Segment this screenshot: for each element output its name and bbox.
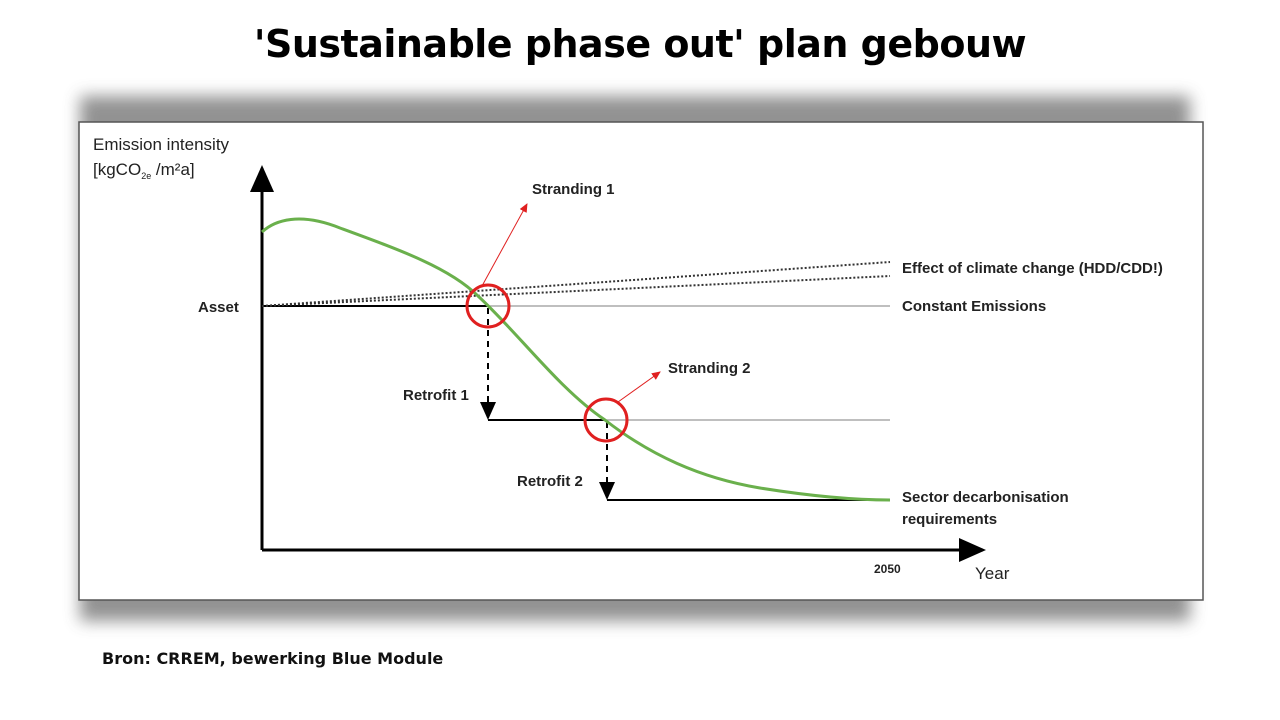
legend-sector-line2: requirements: [902, 511, 997, 528]
legend-climate-change: Effect of climate change (HDD/CDD!): [902, 260, 1163, 277]
legend-sector-line1: Sector decarbonisation: [902, 489, 1069, 506]
diagram-frame: [78, 121, 1204, 601]
y-axis-unit: [kgCO2e /m²a]: [93, 160, 195, 181]
y-axis-label: Emission intensity: [93, 135, 230, 154]
stranding-1-label: Stranding 1: [532, 181, 615, 198]
stranding-2-pointer: [617, 371, 661, 403]
x-tick-2050: 2050: [874, 562, 901, 576]
legend-constant-emissions: Constant Emissions: [902, 298, 1046, 315]
climate-change-line-upper: [261, 261, 891, 307]
retrofit-2-label: Retrofit 2: [517, 473, 583, 490]
stranding-2-marker: [583, 397, 629, 443]
stranding-2-label: Stranding 2: [668, 360, 751, 377]
stranding-1-pointer: [481, 203, 528, 287]
source-caption: Bron: CRREM, bewerking Blue Module: [102, 649, 444, 668]
asset-label: Asset: [198, 299, 239, 316]
slide-title: 'Sustainable phase out' plan gebouw: [253, 22, 1027, 66]
decarbonisation-pathway-curve: [260, 217, 891, 502]
climate-change-line-lower: [261, 275, 891, 307]
stranding-1-marker: [465, 283, 511, 329]
retrofit-1-label: Retrofit 1: [403, 387, 469, 404]
x-axis-label: Year: [975, 564, 1010, 583]
